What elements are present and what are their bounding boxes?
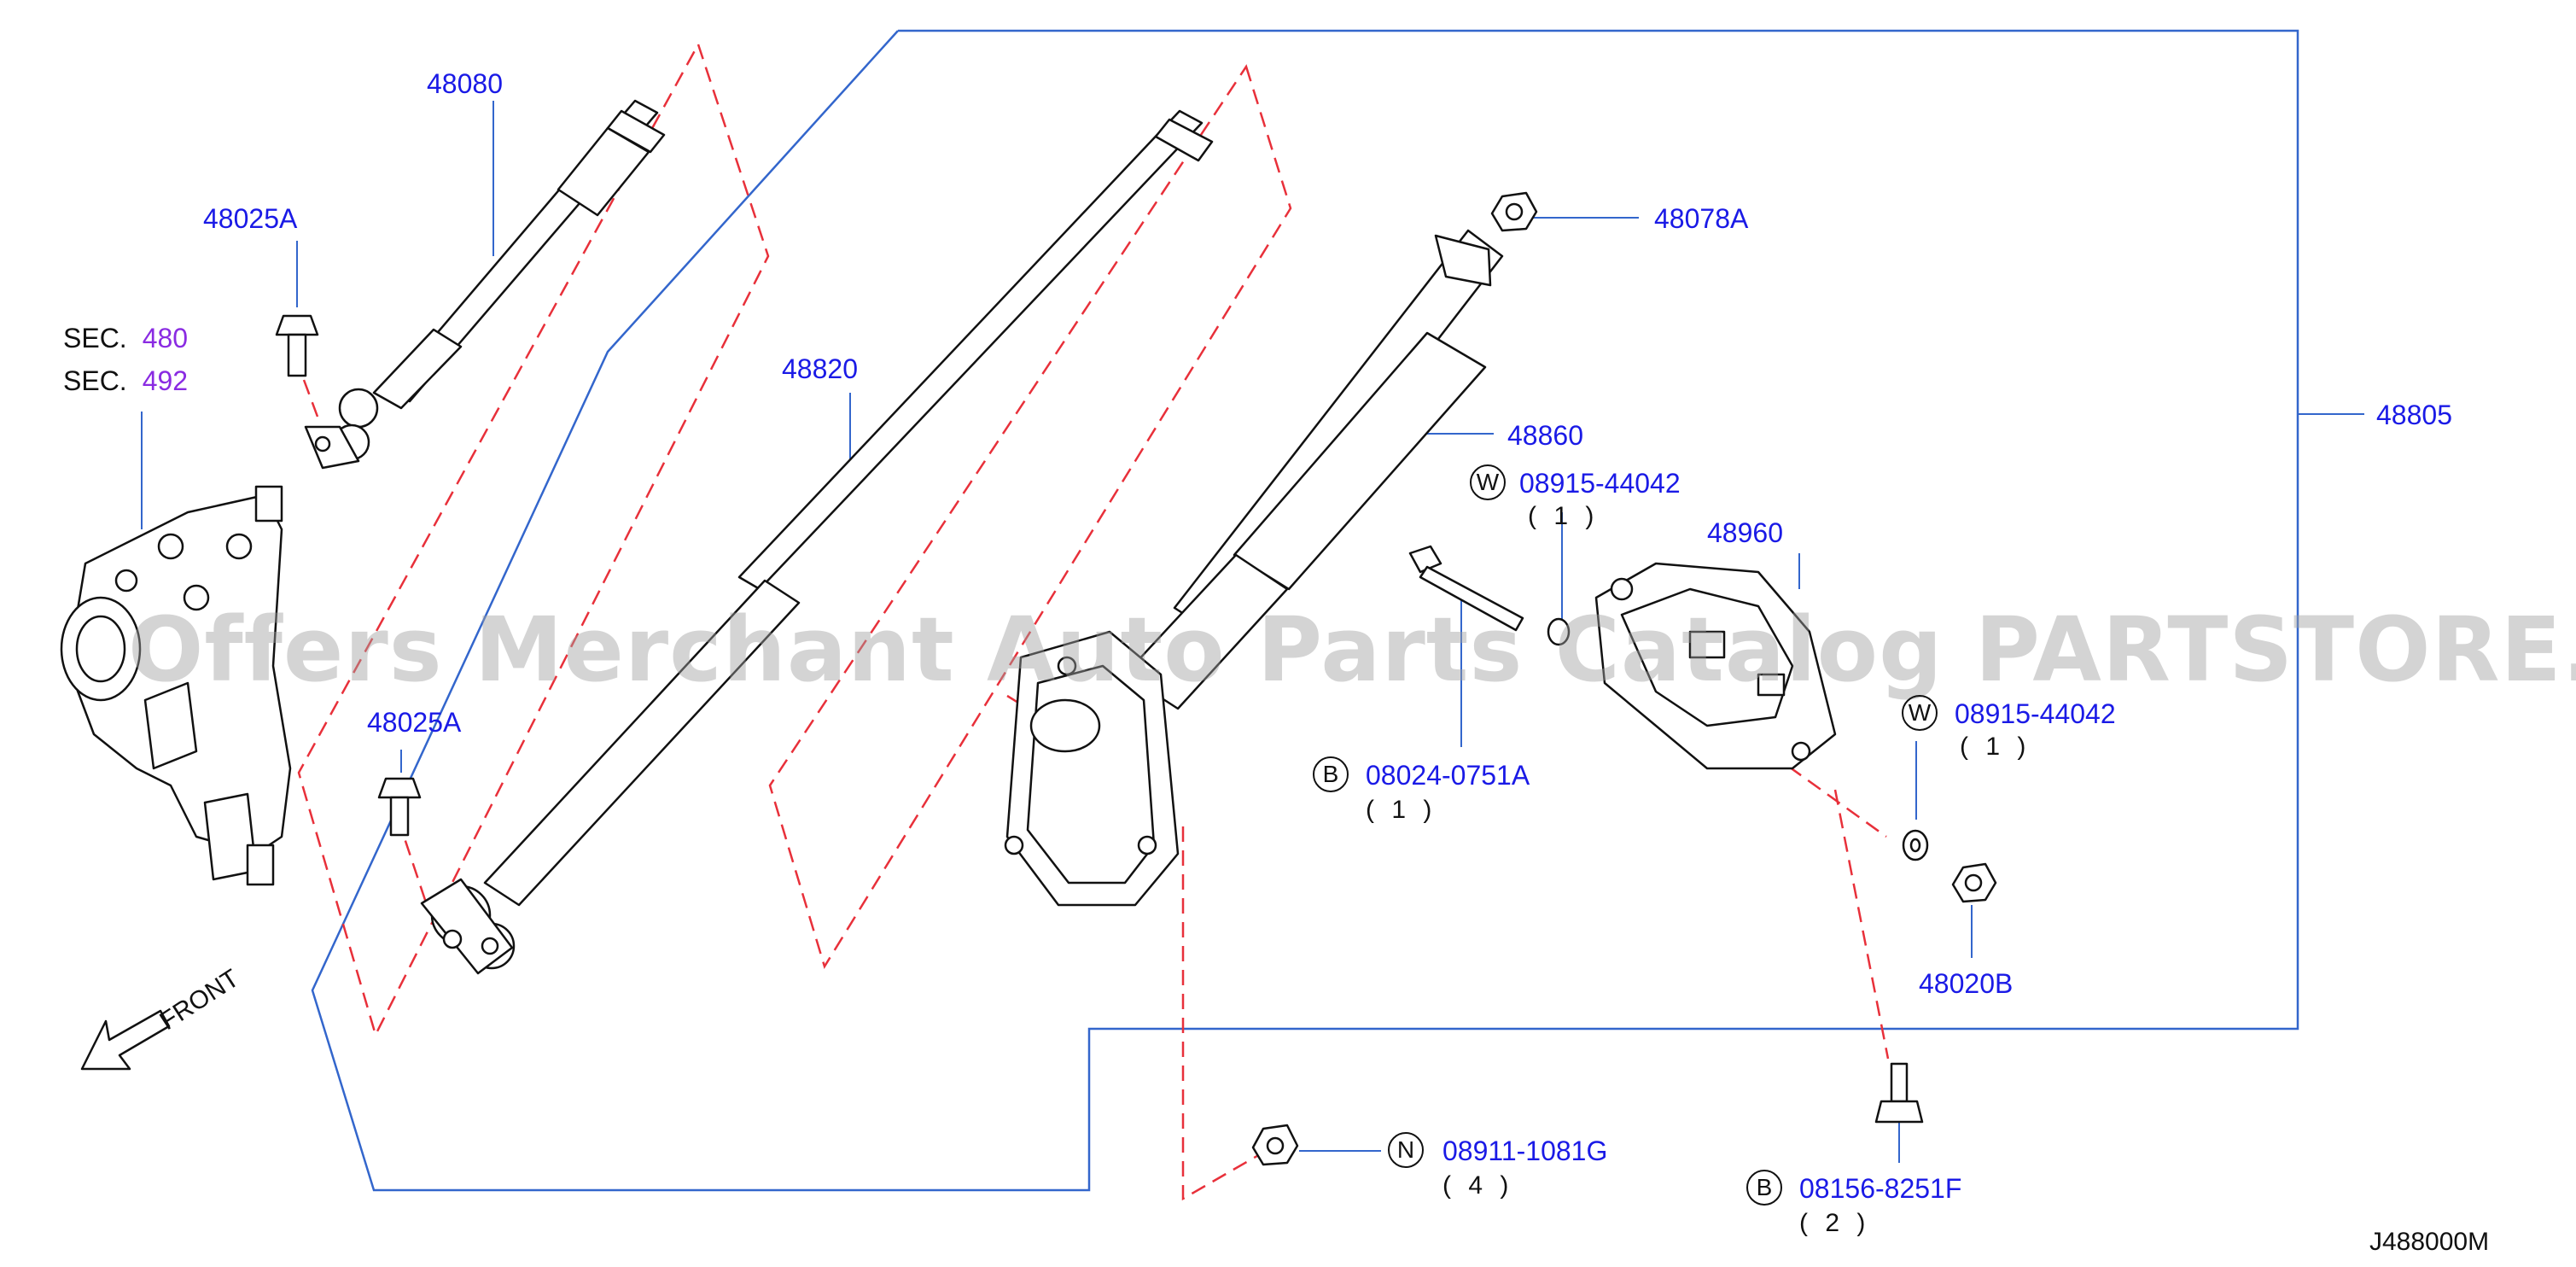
steering-gear-box: [60, 485, 292, 886]
part-label-48020B[interactable]: 48020B: [1919, 968, 2014, 999]
part-label-48805[interactable]: 48805: [2376, 400, 2452, 430]
part-drawings: [60, 99, 1997, 1166]
bracket-48960: [1594, 562, 1837, 770]
lower-shaft-48820: [420, 109, 1214, 975]
qty-08911: ( 4 ): [1442, 1171, 1514, 1200]
qty-08915-right: ( 1 ): [1960, 733, 2031, 761]
qty-08156: ( 2 ): [1799, 1209, 1871, 1237]
watermark: Offers Merchant Auto Parts Catalog PARTS…: [128, 598, 2576, 702]
nut-48020B: [1951, 862, 1997, 903]
section-ref-492[interactable]: SEC. 492: [63, 367, 188, 394]
section-prefix: SEC.: [63, 365, 127, 396]
bolt-48025A-bottom: [377, 777, 422, 837]
nut-08911-1081G: [1251, 1124, 1299, 1166]
bolt-08024-0751A: [1408, 545, 1524, 632]
part-label-48820[interactable]: 48820: [782, 353, 858, 384]
section-ref-480[interactable]: SEC. 480: [63, 324, 188, 352]
qty-08915-top: ( 1 ): [1528, 502, 1600, 530]
washer-08915-right: [1902, 829, 1929, 861]
badge-b-08156: B: [1746, 1170, 1782, 1206]
section-prefix: SEC.: [63, 323, 127, 353]
section-number: 492: [142, 365, 189, 396]
badge-b-08024: B: [1313, 756, 1349, 792]
part-label-48860[interactable]: 48860: [1507, 420, 1583, 451]
assembly-outline: [311, 29, 2299, 1192]
part-label-48025A-bottom[interactable]: 48025A: [367, 707, 462, 738]
washer-08915-top: [1547, 617, 1571, 646]
part-label-48080[interactable]: 48080: [427, 68, 503, 99]
part-label-08911-1081G[interactable]: 08911-1081G: [1442, 1136, 1608, 1166]
diagram-code: J488000M: [2369, 1228, 2490, 1256]
part-label-48078A[interactable]: 48078A: [1654, 203, 1749, 234]
bolt-08156-8251F: [1874, 1062, 1924, 1124]
part-label-08915-44042-top[interactable]: 08915-44042: [1519, 468, 1681, 499]
qty-08024: ( 1 ): [1366, 796, 1437, 824]
part-label-08156-8251F[interactable]: 08156-8251F: [1799, 1173, 1962, 1204]
part-label-08024-0751A[interactable]: 08024-0751A: [1366, 760, 1530, 791]
part-label-08915-44042-right[interactable]: 08915-44042: [1955, 698, 2116, 729]
column-tube-48860: [1004, 229, 1504, 907]
intermediate-shaft-48080: [304, 99, 666, 470]
bolt-48025A-top: [275, 314, 319, 377]
section-number: 480: [142, 323, 189, 353]
front-arrow-icon: [80, 1009, 171, 1071]
badge-w-right: W: [1902, 695, 1938, 731]
nut-48078A: [1490, 191, 1538, 232]
badge-w-top: W: [1470, 464, 1506, 500]
badge-n-08911: N: [1388, 1132, 1424, 1168]
part-label-48025A-top[interactable]: 48025A: [203, 203, 298, 234]
part-label-48960[interactable]: 48960: [1707, 517, 1783, 548]
